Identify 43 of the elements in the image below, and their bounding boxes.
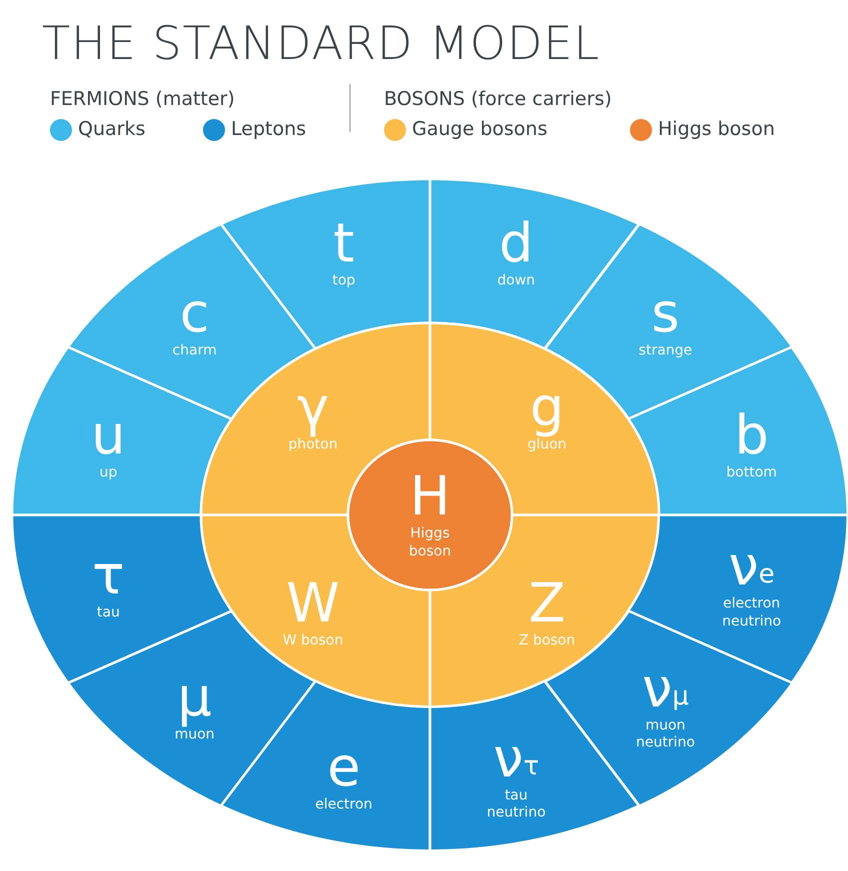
particle-symbol: d (499, 216, 534, 270)
quark-segment (430, 179, 639, 349)
particle-symbol: t (332, 216, 356, 270)
particle-name: W boson (282, 632, 344, 650)
particle-symbol: b (734, 408, 769, 462)
lepton-segment (430, 681, 639, 851)
particle-name: muon neutrino (634, 717, 696, 752)
group-heading: FERMIONS (matter) (50, 88, 235, 110)
particle-symbol: μ (176, 670, 213, 724)
particle-name: electron (315, 796, 372, 814)
particle-name: electron neutrino (721, 596, 782, 631)
particle-symbol: u (91, 408, 126, 462)
legend-label: Quarks (78, 118, 146, 140)
particle-name: Higgs boson (408, 526, 452, 560)
particle-symbol: g (530, 380, 564, 434)
particle-symbol: Z (528, 576, 566, 630)
group-heading: BOSONS (force carriers) (384, 88, 612, 110)
particle-name: gluon (527, 436, 567, 454)
particle-symbol: γ (296, 380, 329, 434)
title: THE STANDARD MODEL (42, 16, 600, 70)
legend-label: Gauge bosons (412, 118, 548, 140)
particle-name: down (497, 272, 536, 290)
particle-symbol: c (180, 286, 210, 340)
quark-segment (221, 179, 430, 349)
particle-symbol: W (286, 576, 340, 630)
lepton-segment (12, 515, 232, 683)
particle-name: top (332, 272, 356, 290)
particle-name: tau (96, 604, 121, 622)
particle-name: strange (638, 342, 692, 360)
particle-name: charm (172, 342, 217, 360)
particle-symbol: H (408, 470, 452, 524)
legend-label: Leptons (231, 118, 306, 140)
particle-symbol: s (650, 286, 680, 340)
particle-name: tau neutrino (486, 787, 547, 822)
particle-symbol: e (327, 740, 360, 794)
particle-name: bottom (726, 464, 777, 482)
legend-label: Higgs boson (658, 118, 775, 140)
particle-name: photon (288, 436, 338, 454)
particle-name: up (98, 464, 118, 482)
particle-name: Z boson (518, 632, 576, 650)
particle-name: muon (174, 726, 215, 744)
particle-symbol: τ (92, 548, 125, 602)
lepton-segment (221, 681, 430, 851)
